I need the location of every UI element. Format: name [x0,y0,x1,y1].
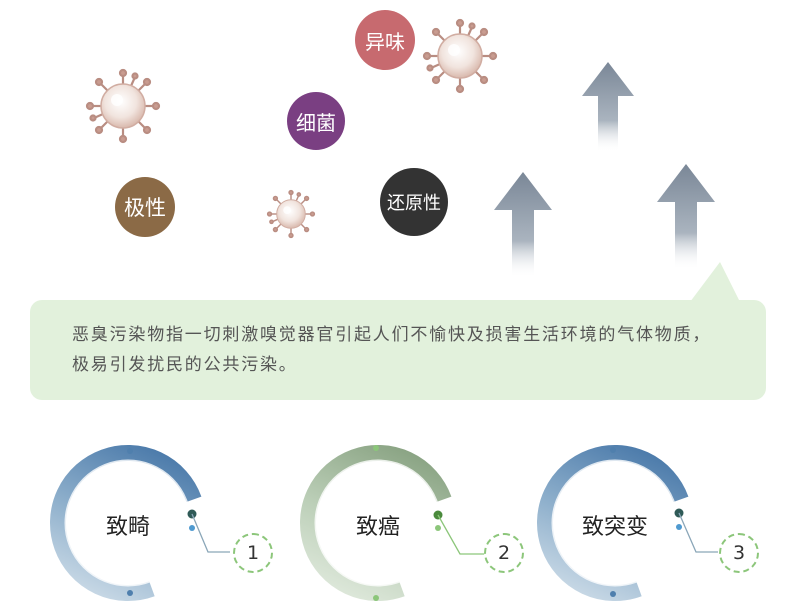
polarity-label: 极性 [124,196,166,220]
odor-label: 异味 [365,29,405,54]
effect-label: 致突变 [581,515,648,540]
bacteria-bubble: 细菌 [287,92,345,150]
teratogenic-ring [50,445,230,601]
polarity-bubble: 极性 [115,177,175,237]
effect-label: 致癌 [355,515,400,540]
up-arrow-icon [582,62,634,152]
effect-label: 致畸 [105,515,150,540]
virus-icon [85,68,161,144]
reducing-bubble: 还原性 [380,168,448,236]
carcinogenic-ring [300,445,485,601]
effect-number: 2 [484,533,524,573]
effect-number: 3 [719,533,759,573]
effect-number: 1 [233,533,273,573]
up-arrow-icon [494,172,552,278]
reducing-label: 还原性 [387,193,441,214]
mutagenic-ring [537,445,718,601]
description-callout: 恶臭污染物指一切刺激嗅觉器官引起人们不愉快及损害生活环境的气体物质，极易引发扰民… [30,300,766,400]
odor-bubble: 异味 [355,10,415,70]
virus-icon [422,18,498,94]
bacteria-label: 细菌 [296,110,336,135]
up-arrow-icon [657,164,715,270]
virus-icon [266,189,316,239]
callout-tail [690,262,740,302]
description-text: 恶臭污染物指一切刺激嗅觉器官引起人们不愉快及损害生活环境的气体物质，极易引发扰民… [72,325,712,375]
